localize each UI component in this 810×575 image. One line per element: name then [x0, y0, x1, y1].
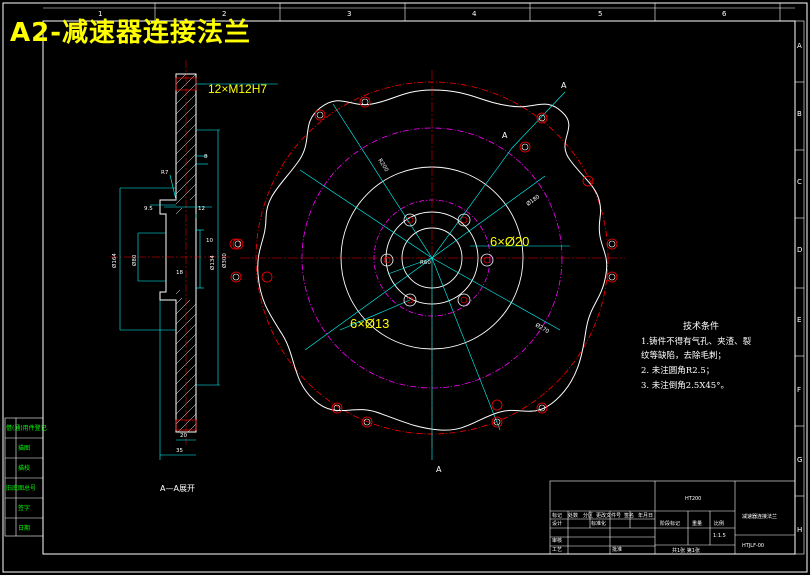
right-zone-ticks: [795, 81, 804, 497]
top-zone-ticks: [43, 3, 795, 21]
section-label: A—A展开: [160, 484, 195, 493]
tech-line: 1.铸件不得有气孔、夹渣、裂: [641, 336, 752, 347]
dim-text: 18: [176, 270, 183, 276]
dim-text: 20: [180, 433, 187, 439]
zone-letter: F: [797, 386, 801, 394]
approve-label: 审核: [552, 537, 562, 544]
row-label: 年月日: [638, 512, 653, 519]
tech-line: 纹等缺陷，去除毛刺；: [641, 350, 726, 361]
zone-letter: A: [797, 42, 802, 50]
section-cut-line: [431, 91, 566, 460]
drawing-name: 减速器连接法兰: [742, 513, 777, 520]
zone-letter: C: [797, 178, 802, 186]
bolt-holes-outer-inner: [232, 98, 616, 426]
dim-text: Ø134: [209, 255, 216, 270]
flange-wavy-contour: [257, 89, 608, 431]
dim-text: 8: [204, 154, 208, 160]
left-label: 旧底图总号: [6, 484, 36, 492]
right-zone-letters: A B C D E F G H: [797, 42, 802, 534]
page-title: A2-减速器连接法兰: [10, 18, 252, 48]
zone-number: 6: [722, 10, 727, 18]
zone-number: 5: [598, 10, 602, 18]
scale-value: 1:1.5: [713, 533, 726, 539]
dim-text: Ø300: [221, 253, 228, 268]
bolt-holes-inner-core: [383, 216, 491, 304]
process-label: 工艺: [552, 547, 562, 553]
bolt-holes-outer: [229, 96, 618, 428]
zone-number: 3: [347, 10, 351, 18]
checked-label: 批准: [612, 546, 622, 553]
drawing-number: HTJLF-00: [742, 543, 764, 549]
left-label: 描校: [18, 464, 30, 472]
section-dimension-lines: [119, 83, 278, 460]
left-label: 借(通)用件登记: [6, 424, 47, 432]
zone-number: 1: [98, 10, 102, 18]
dim-text: 10: [206, 238, 213, 244]
section-mark: A: [502, 131, 508, 140]
tech-requirements: 技术条件 1.铸件不得有气孔、夹渣、裂 纹等缺陷，去除毛刺； 2. 未注圆角R2…: [641, 320, 752, 391]
radial-leaders: [299, 103, 570, 431]
left-column-labels: 借(通)用件登记 描图 描校 旧底图总号 签字 日期: [6, 424, 47, 532]
tech-line: 2. 未注圆角R2.5；: [641, 365, 714, 376]
dim-text: Ø80: [131, 254, 138, 266]
title-block: [549, 480, 796, 555]
plan-view: 6×Ø20 6×Ø13 A A A R200 R60 Ø180 Ø270: [229, 70, 625, 474]
tech-heading: 技术条件: [683, 320, 719, 332]
standard-label: 标准化: [591, 520, 606, 527]
zone-letter: G: [797, 456, 802, 464]
zone-number: 2: [222, 10, 226, 18]
top-zone-numbers: 1 2 3 4 5 6: [98, 10, 727, 18]
thread-callout: 12×M12H7: [208, 82, 267, 96]
sheet-count: 共1张 第1张: [672, 547, 700, 554]
zone-letter: E: [797, 316, 801, 324]
large-holes-callout: 6×Ø20: [490, 234, 529, 249]
dim-text: R200: [376, 158, 389, 174]
weight-label: 重量: [692, 520, 702, 527]
dim-text: 12: [198, 206, 205, 212]
dim-text: 9.5: [144, 206, 153, 212]
row-label: 标记: [552, 512, 562, 519]
section-outline: [159, 73, 197, 433]
designer-label: 设计: [552, 520, 562, 527]
stage-label: 阶段标记: [660, 520, 680, 527]
bolt-holes-inner: [380, 213, 494, 307]
left-label: 签字: [18, 504, 30, 512]
row-label: 更改文件号: [596, 512, 621, 519]
dim-text: Ø164: [111, 253, 118, 268]
dim-text: Ø180: [525, 193, 542, 208]
dim-text: 35: [176, 448, 183, 454]
left-label: 描图: [18, 444, 30, 452]
dim-text: R7: [161, 170, 169, 176]
zone-number: 4: [472, 10, 477, 18]
tech-line: 3. 未注倒角2.5X45°。: [641, 380, 729, 391]
inner-border: [42, 20, 796, 555]
small-holes-callout: 6×Ø13: [350, 316, 389, 331]
row-label: 处数: [568, 512, 578, 519]
section-view: 12×M12H7 R7 9.5 12 10 18 8 Ø164 Ø80 Ø134…: [110, 60, 278, 493]
row-label: 分区: [583, 512, 593, 519]
part-material: HT200: [685, 496, 701, 502]
border-band-right: [794, 20, 805, 555]
left-label: 日期: [18, 524, 30, 532]
left-column-table: [4, 417, 44, 537]
zone-letter: D: [797, 246, 802, 254]
scale-label: 比例: [714, 520, 724, 527]
section-mark: A: [561, 81, 567, 90]
dim-text: R60: [420, 260, 431, 266]
zone-letter: H: [797, 526, 802, 534]
section-mark: A: [436, 465, 442, 474]
zone-letter: B: [797, 110, 802, 118]
row-label: 签名: [624, 512, 634, 519]
